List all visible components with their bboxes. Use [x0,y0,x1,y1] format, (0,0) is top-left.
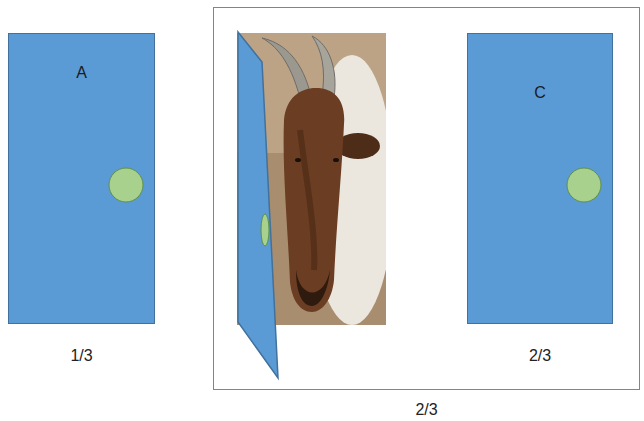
door-letter: C [468,84,612,102]
goat-blaze [300,130,314,270]
goat-eye [295,158,301,162]
group-box: 2/3 C2/3 [213,7,640,390]
goat-head [284,88,345,312]
probability-label: 1/3 [9,347,154,365]
door-knob [261,214,269,246]
probability-label: 2/3 [468,347,612,365]
goat-eye [333,158,339,162]
door-letter: A [9,64,154,82]
door-knob [567,168,601,202]
door-box: C2/3 [467,33,613,324]
goat-horn [262,38,310,98]
open-door-panel [238,32,278,378]
door-knob [109,168,143,202]
goat-muzzle [296,270,330,306]
door-box: A1/3 [8,33,155,324]
probability-label: 2/3 [214,401,639,419]
